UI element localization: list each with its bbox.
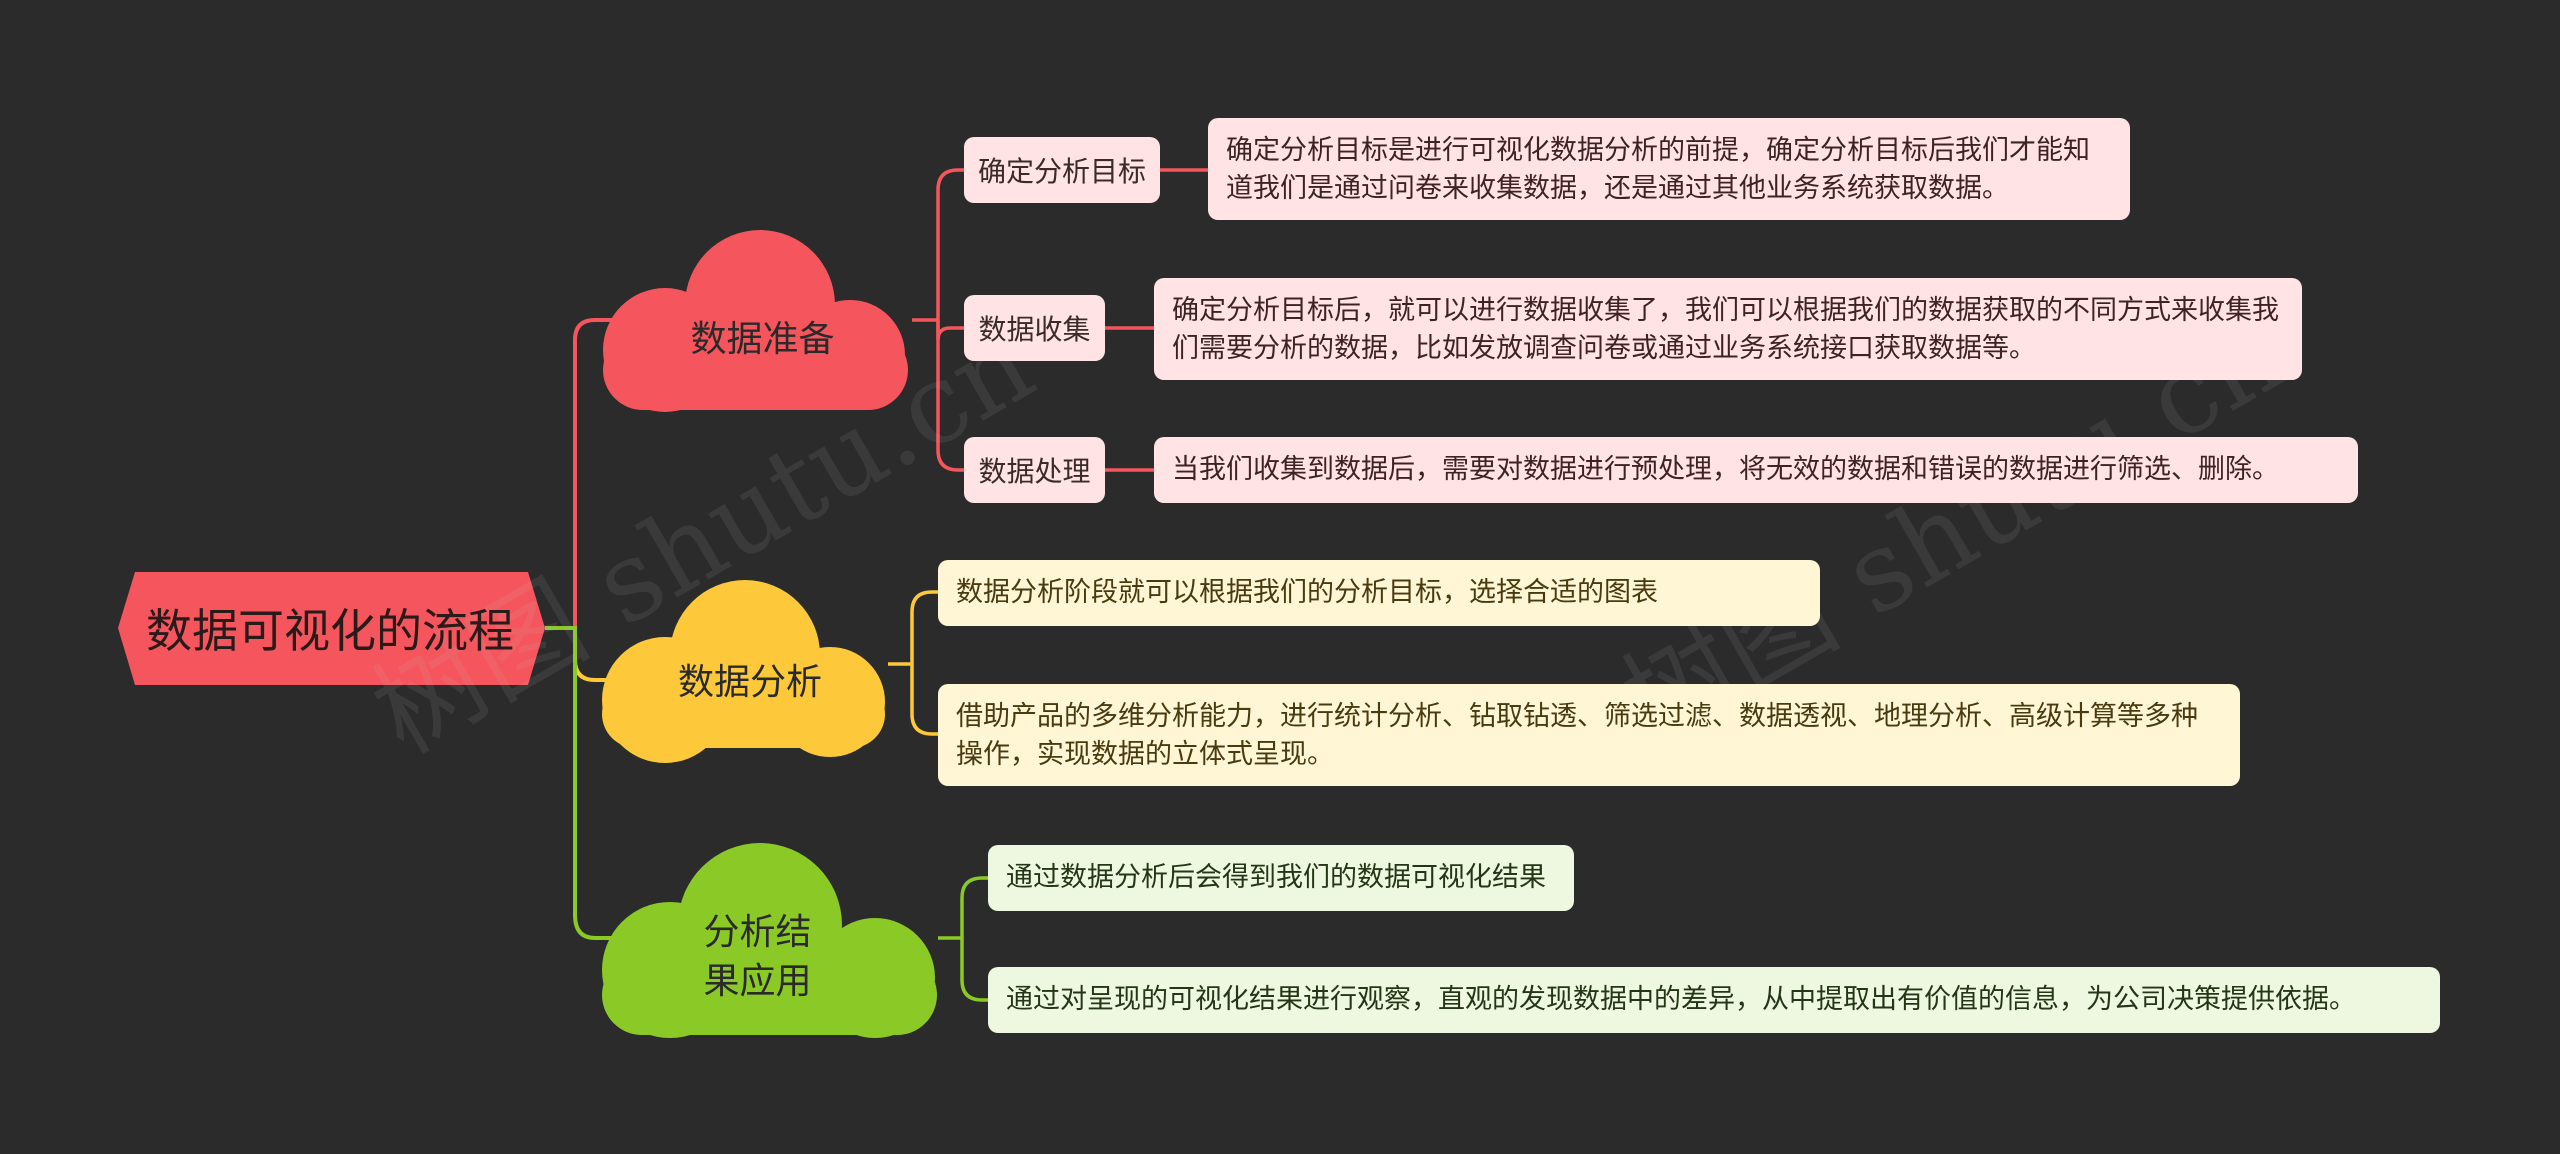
- connector-analysis-leaf-1: [910, 590, 938, 664]
- connector-prep-collect: [936, 320, 964, 341]
- connector-prep-goal: [936, 168, 964, 320]
- node-data-collect[interactable]: 数据收集: [964, 295, 1105, 361]
- connector-application-leaf-1: [960, 876, 988, 938]
- root-node-shape: [118, 572, 545, 685]
- connector-prep-process: [936, 320, 964, 472]
- branch-label-analysis[interactable]: 数据分析: [677, 661, 822, 703]
- root-trunk-red: [545, 318, 612, 630]
- root-title[interactable]: 数据可视化的流程: [146, 604, 514, 658]
- cloud-shape-analysis: [602, 580, 885, 763]
- root-trunk-green: [545, 626, 612, 940]
- application-leaf-insight[interactable]: 通过对呈现的可视化结果进行观察，直观的发现数据中的差异，从中提取出有价值的信息，…: [988, 967, 2440, 1033]
- branch-label-application[interactable]: 分析结果应用: [703, 911, 812, 1002]
- cloud-shape-application: [602, 843, 937, 1038]
- node-define-goal[interactable]: 确定分析目标: [964, 137, 1160, 203]
- connector-application-leaf-2: [960, 938, 988, 1002]
- root-trunk-yellow: [545, 626, 612, 682]
- detail-define-goal[interactable]: 确定分析目标是进行可视化数据分析的前提，确定分析目标后我们才能知道我们是通过问卷…: [1208, 118, 2130, 220]
- node-data-process[interactable]: 数据处理: [964, 437, 1105, 503]
- detail-data-process[interactable]: 当我们收集到数据后，需要对数据进行预处理，将无效的数据和错误的数据进行筛选、删除…: [1154, 437, 2358, 503]
- branch-label-preparation[interactable]: 数据准备: [690, 318, 835, 360]
- cloud-shape-preparation: [603, 230, 908, 412]
- application-leaf-result[interactable]: 通过数据分析后会得到我们的数据可视化结果: [988, 845, 1574, 911]
- detail-data-collect[interactable]: 确定分析目标后，就可以进行数据收集了，我们可以根据我们的数据获取的不同方式来收集…: [1154, 278, 2302, 380]
- analysis-leaf-multidim[interactable]: 借助产品的多维分析能力，进行统计分析、钻取钻透、筛选过滤、数据透视、地理分析、高…: [938, 684, 2240, 786]
- connector-analysis-leaf-2: [910, 664, 938, 736]
- analysis-leaf-chart-selection[interactable]: 数据分析阶段就可以根据我们的分析目标，选择合适的图表: [938, 560, 1820, 626]
